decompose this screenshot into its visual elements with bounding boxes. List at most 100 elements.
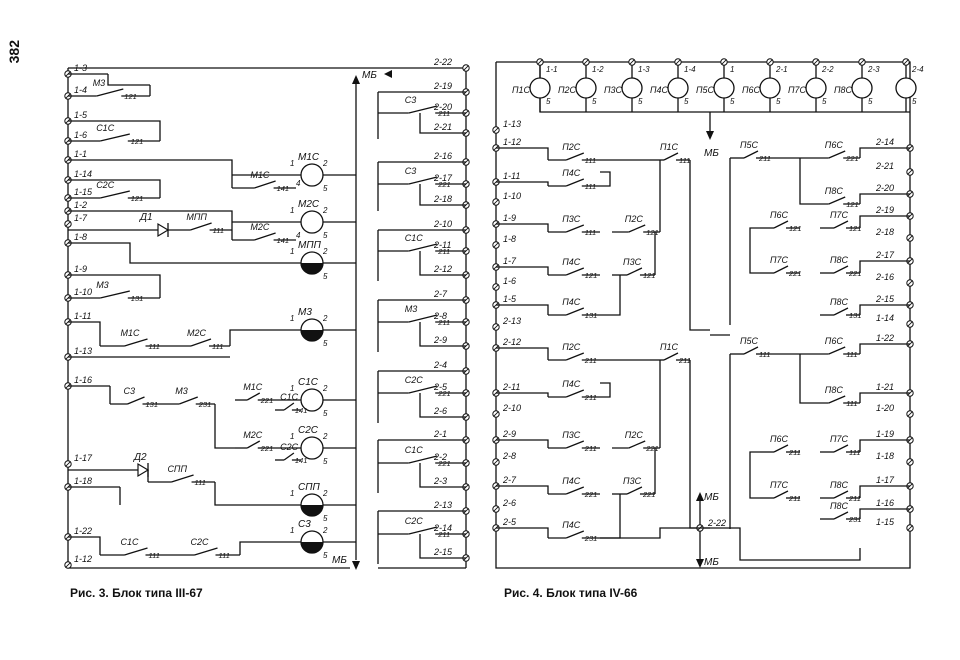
wire <box>859 439 910 452</box>
contact-blade <box>833 444 849 453</box>
relay-coil-fill <box>301 263 323 274</box>
wire <box>214 482 301 506</box>
relay-pin: 2-2 <box>821 65 834 74</box>
terminal-slash <box>907 411 913 417</box>
fig3-left-terminal-label: 1-1 <box>74 149 87 159</box>
contact-code: 141 <box>295 406 308 415</box>
contact-name: П7С <box>830 210 849 220</box>
wire <box>68 274 161 298</box>
contact-code: 111 <box>759 350 770 359</box>
contact-blade <box>626 267 643 276</box>
contact-name: П6С <box>825 140 844 150</box>
wire <box>749 451 760 499</box>
contact-blade <box>283 402 295 411</box>
contact-name: П4С <box>562 297 581 307</box>
contact-code: 231 <box>198 400 212 409</box>
contact-name: М3 <box>93 78 106 88</box>
fig3-right-terminal-label: 2-16 <box>433 151 452 161</box>
contact-blade <box>565 352 585 361</box>
fig3-left-terminal-label: 1-10 <box>74 287 92 297</box>
terminal-slash <box>493 284 499 290</box>
wire <box>859 147 910 158</box>
terminal-slash <box>493 324 499 330</box>
fig4-relay-coil <box>759 77 781 99</box>
fig4-relay-coil <box>621 77 643 99</box>
terminal-slash <box>65 461 71 467</box>
relay-pin: 2-1 <box>775 65 788 74</box>
contact-code: 221 <box>645 444 659 453</box>
wire <box>68 120 161 141</box>
wire <box>68 536 101 555</box>
fig4-bus-label: МБ <box>704 148 719 159</box>
fig4-relay-name: П8С <box>834 85 853 95</box>
contact-code: 221 <box>437 180 451 189</box>
fig4-caption: Рис. 4. Блок типа IV-66 <box>504 586 638 600</box>
fig3-left-terminal-label: 1-2 <box>74 200 87 210</box>
relay-pin: 5 <box>912 97 917 106</box>
fig4-relay-name: П2С <box>558 85 577 95</box>
contact-code: 121 <box>789 224 802 233</box>
fig3-left-terminal-label: 1-12 <box>74 554 92 564</box>
contact-code: 111 <box>585 156 596 165</box>
fig3-relay-name: С1С <box>298 377 319 388</box>
terminal-slash <box>65 562 71 568</box>
fig4-relay-coil <box>895 77 917 99</box>
wire <box>600 171 611 187</box>
contact-blade <box>565 267 585 276</box>
contact-code: 121 <box>646 228 659 237</box>
contact-name: П2С <box>625 430 644 440</box>
fig4-relay-coil <box>713 77 735 99</box>
contact-code: 211 <box>437 530 450 539</box>
fig3-right-terminal-label: 2-6 <box>433 406 447 416</box>
fig3-right-terminal-label: 2-5 <box>433 382 448 392</box>
contact-name: П4С <box>562 257 581 267</box>
contact-blade <box>194 547 218 556</box>
contact-code: 121 <box>131 137 144 146</box>
coil-pin: 1 <box>290 489 294 498</box>
fig3-left-terminal-label: 1-5 <box>74 110 88 120</box>
contact-blade <box>628 440 646 449</box>
coil-pin: 5 <box>323 272 328 281</box>
contact-code: 211 <box>584 356 597 365</box>
contact-name: П8С <box>825 385 844 395</box>
wire <box>496 181 549 186</box>
fig4-left-terminal-label: 2-13 <box>502 316 521 326</box>
contact-name: П5С <box>740 140 759 150</box>
fig4-right-terminal-label: 2-16 <box>875 272 894 282</box>
fig3-right-terminal-label: 2-13 <box>433 500 452 510</box>
terminal-slash <box>907 235 913 241</box>
contact-code: 121 <box>849 224 862 233</box>
fig3-relay-name: С3 <box>298 519 311 530</box>
contact-blade <box>833 265 849 274</box>
fig3-right-terminal-label: 2-7 <box>433 289 448 299</box>
terminal-slash <box>907 321 913 327</box>
fig4-right-terminal-label: 2-21 <box>875 161 894 171</box>
fig4-relay-name: П3С <box>604 85 623 95</box>
fig4-relay-coil <box>805 77 827 99</box>
contact-code: 111 <box>149 342 160 351</box>
contact-blade <box>773 220 789 229</box>
bus-arrow-up <box>352 75 360 84</box>
fig4-right-terminal-label: 1-15 <box>876 517 895 527</box>
contact-code: 121 <box>124 92 137 101</box>
contact-blade <box>628 224 646 233</box>
contact-code: 221 <box>848 269 862 278</box>
contact-blade <box>773 490 789 499</box>
fig4-bus-label: МБ <box>704 557 719 568</box>
fig4-relay-coil <box>667 77 689 99</box>
coil-pin: 1 <box>290 432 294 441</box>
wire <box>859 215 910 228</box>
relay-pin: 1 <box>730 65 734 74</box>
contact-name: М2С <box>250 222 270 232</box>
wire <box>600 527 700 539</box>
relay-pin: 5 <box>730 97 735 106</box>
relay-pin: 5 <box>868 97 873 106</box>
terminal-slash <box>721 59 727 65</box>
wire <box>419 184 466 206</box>
contact-name: СПП <box>167 464 187 474</box>
contact-code: 111 <box>149 551 160 560</box>
fig4-right-terminal-label: 2-19 <box>875 205 894 215</box>
contact-blade <box>100 133 130 142</box>
wire <box>68 321 101 346</box>
